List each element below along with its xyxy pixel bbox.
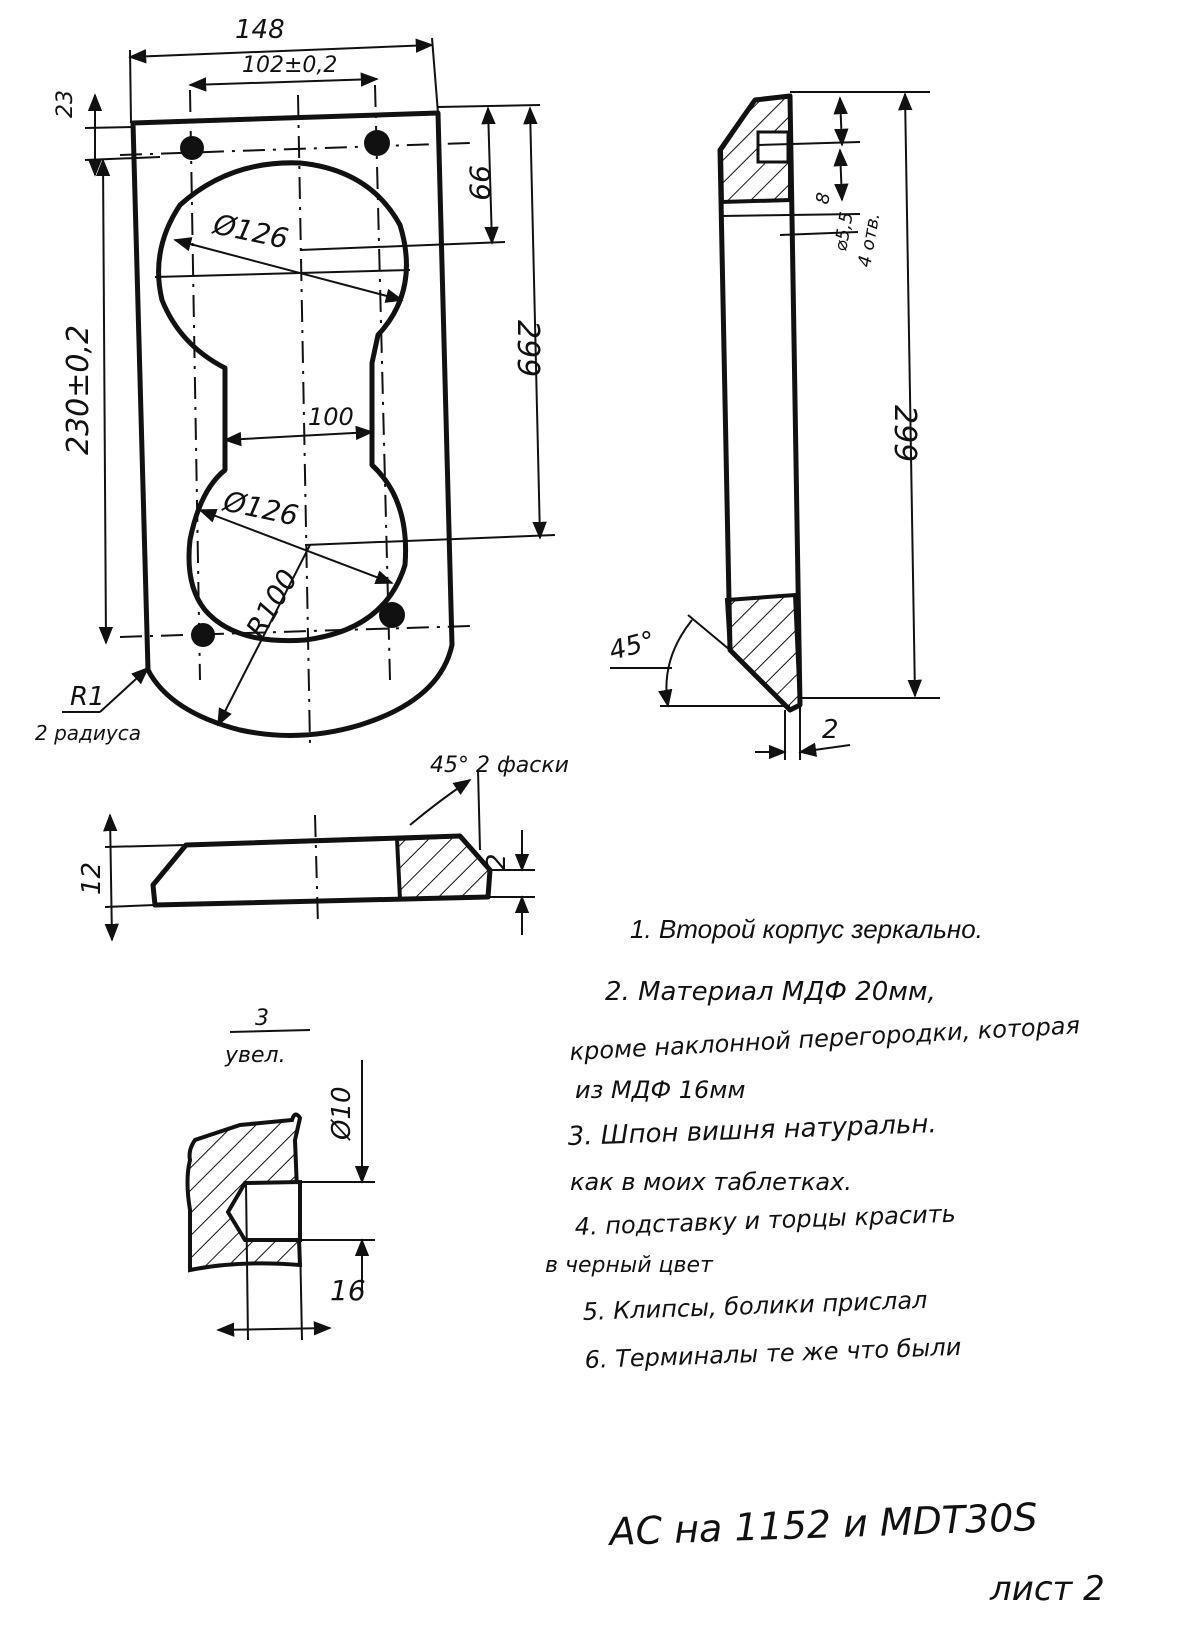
dim-12: 12: [77, 862, 107, 895]
dim-line-299-side: [898, 92, 922, 698]
note-3b: как в моих таблетках.: [570, 1168, 852, 1196]
dim-8: 8: [812, 191, 835, 206]
dim-299-front: 299: [510, 320, 545, 377]
detail-insert: [225, 1179, 302, 1242]
front-hole-axis-top: [119, 142, 471, 156]
front-cutout: [156, 160, 409, 644]
front-hole-br: [379, 602, 405, 628]
dim-line-12: [103, 813, 119, 942]
dim-126-bottom: Ø126: [220, 484, 302, 532]
front-hole-tr: [364, 130, 390, 156]
note-2c: из МДФ 16мм: [575, 1076, 745, 1104]
r1-note: 2 радиуса: [35, 721, 141, 745]
front-hole-axis-bottom: [119, 625, 471, 638]
footer-block: АС на 1152 и MDT30S лист 2: [606, 1495, 1105, 1609]
dim-100: 100: [308, 403, 354, 431]
dim-line-100: [223, 425, 374, 447]
dim-102: 102±0,2: [242, 53, 337, 78]
dim-55: ⌀5,5: [830, 210, 858, 253]
dim-line-126-top: [173, 237, 404, 303]
thickness-hatch: [394, 833, 493, 902]
dim-2-thickness: 2: [482, 853, 512, 870]
note-4b: в черный цвет: [545, 1253, 714, 1278]
dim-2-side: 2: [822, 715, 839, 745]
note-1: 1. Второй корпус зеркально.: [630, 914, 983, 944]
dim-99: 99: [463, 165, 496, 201]
dim-148: 148: [235, 15, 285, 45]
chamfer-note: 45° 2 фаски: [430, 753, 569, 778]
note-6: 6. Терминалы те же что были: [584, 1333, 962, 1374]
dim-line-16: [216, 1321, 332, 1337]
detail-view: 3 увел. Ø10 16: [185, 1006, 375, 1341]
dim-230: 230±0,2: [61, 325, 96, 455]
front-panel-outline: [130, 110, 455, 738]
front-hole-bl: [191, 623, 215, 647]
note-2: 2. Материал МДФ 20мм,: [605, 977, 936, 1007]
scale-den: увел.: [224, 1043, 286, 1068]
dim-line-102: [188, 72, 379, 92]
dim-line-8: [833, 96, 849, 147]
note-2b: кроме наклонной перегородки, которая: [569, 1011, 1081, 1066]
front-view: 148 102±0,2 23 230±0,2 99 299 Ø126 100 Ø…: [35, 15, 556, 746]
dim-r1: R1: [70, 682, 105, 712]
thickness-view: 12 2 45° 2 фаски: [77, 753, 569, 942]
footer-sheet: лист 2: [989, 1569, 1105, 1609]
side-hatch-bottom: [724, 592, 803, 713]
dim-23: 23: [53, 90, 78, 118]
side-view: 8 ⌀5,5 4 отв. 299 45° 2: [606, 91, 940, 760]
front-center-axis: [297, 94, 311, 746]
dim-holes-count: 4 отв.: [854, 211, 884, 269]
footer-title: АС на 1152 и MDT30S: [606, 1495, 1038, 1554]
arc-chamfer: [409, 779, 472, 826]
arc-45-side: [658, 619, 693, 708]
dim-line-55: [833, 148, 849, 202]
dim-45-side: 45°: [606, 626, 658, 667]
dim-line-126-bottom: [198, 509, 394, 584]
leader-r1: [99, 666, 150, 713]
dim-line-99: [481, 106, 499, 245]
front-hole-tl: [180, 136, 204, 160]
dim-126-top: Ø126: [210, 207, 292, 255]
side-hole-insert: [756, 130, 790, 164]
front-hole-axis-right: [374, 84, 391, 681]
dim-line-299-front: [523, 106, 547, 540]
scale-bar: [229, 1029, 311, 1033]
scale-num: 3: [255, 1006, 269, 1031]
dim-299-side: 299: [887, 405, 922, 462]
dim-line-230: [95, 158, 114, 645]
dim-line-148: [128, 38, 434, 64]
notes-block: 1. Второй корпус зеркально. 2. Материал …: [545, 914, 1081, 1374]
dim-10: Ø10: [327, 1086, 357, 1141]
side-inner-line: [789, 95, 801, 706]
dim-16: 16: [330, 1274, 366, 1307]
front-hole-axis-left: [189, 89, 201, 681]
note-5: 5. Клипсы, болики прислал: [582, 1286, 928, 1326]
dim-line-r100: [217, 544, 311, 727]
note-4: 4. подставку и торцы красить: [574, 1200, 956, 1241]
note-3: 3. Шпон вишня натуральн.: [567, 1109, 937, 1152]
